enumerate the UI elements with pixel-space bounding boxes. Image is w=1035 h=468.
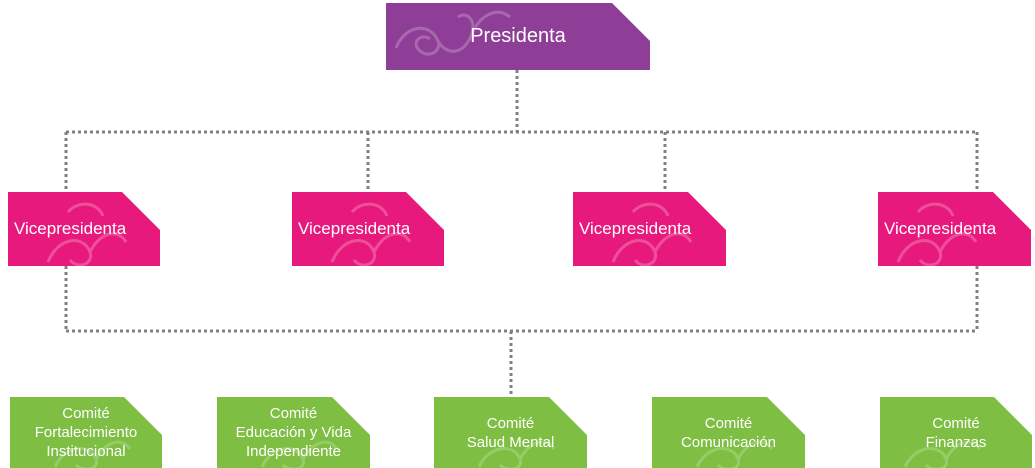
committee-line: Comité [62,405,110,422]
committee-label: Comité Fortalecimiento Institucional [35,404,138,461]
vicepresident-label: Vicepresidenta [298,219,411,238]
vicepresident-label: Vicepresidenta [884,219,997,238]
committee-label: Comité Finanzas [926,414,987,452]
vicepresident-box-4: Vicepresidenta [878,192,1031,266]
committee-line: Salud Mental [466,433,555,451]
committee-line: Comité [932,414,980,432]
vicepresident-label: Vicepresidenta [579,219,692,238]
president-label: Presidenta [470,25,566,47]
committee-line: Finanzas [925,433,987,451]
vicepresident-label: Vicepresidenta [14,219,127,238]
committee-line: Comunicación [680,433,777,451]
committee-label: Comité Educación y Vida Independiente [236,404,352,461]
committee-label: Comité Comunicación [681,414,776,452]
committee-line: Comité [486,414,535,432]
committee-line: Comité [269,405,318,422]
committee-line: Educación y Vida [235,424,352,441]
committee-line: Comité [704,414,753,432]
committee-line: Independiente [245,443,342,460]
committee-label: Comité Salud Mental [467,414,555,452]
president-box: Presidenta [386,3,650,70]
committee-line: Institucional [46,443,126,460]
committee-line: Fortalecimiento [34,424,138,441]
committee-box-1: Comité Fortalecimiento Institucional [10,397,162,468]
